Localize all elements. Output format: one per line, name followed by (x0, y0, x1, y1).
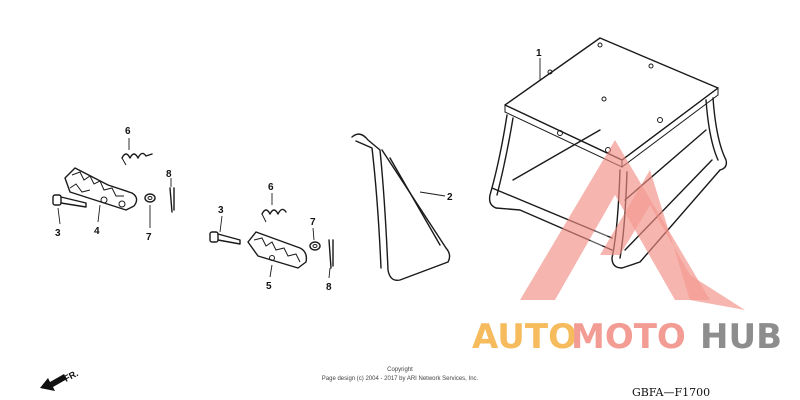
logo-auto: AUTO (472, 317, 577, 357)
spring-right (261, 208, 287, 223)
side-stand-part (351, 133, 451, 281)
callout-2: 2 (447, 192, 453, 203)
washer-right (309, 241, 321, 251)
callout-5: 5 (266, 281, 272, 292)
logo-moto: MOTO (571, 317, 686, 357)
front-arrow-icon: FR. (40, 368, 80, 391)
callout-6-left: 6 (125, 126, 131, 137)
leader-lines (57, 58, 541, 279)
svg-text:FR.: FR. (62, 368, 79, 384)
pin-left (169, 187, 175, 213)
bolt-right (209, 231, 241, 245)
copyright-line1: Copyright (387, 367, 413, 373)
footpeg-right (247, 231, 308, 269)
callout-3-right: 3 (218, 205, 224, 216)
pin-right (328, 239, 334, 269)
diagram-code: GBFA—F1700 (632, 386, 710, 399)
copyright-line2: Page design (c) 2004 - 2017 by ARI Netwo… (322, 376, 479, 382)
callout-7-right: 7 (310, 217, 316, 228)
callout-7-left: 7 (146, 232, 152, 243)
callout-8-right: 8 (326, 282, 332, 293)
bolt-left (52, 194, 87, 208)
logo-hub: HUB (700, 317, 782, 357)
callout-1: 1 (536, 48, 542, 59)
callout-4: 4 (94, 226, 100, 237)
automotohub-logo: AUTO MOTO HUB (472, 140, 782, 357)
footpeg-left (64, 167, 138, 211)
callout-6-right: 6 (268, 182, 274, 193)
callout-8-left: 8 (166, 169, 172, 180)
washer-left (144, 193, 156, 203)
spring-left (121, 152, 153, 166)
callout-3-left: 3 (55, 228, 61, 239)
